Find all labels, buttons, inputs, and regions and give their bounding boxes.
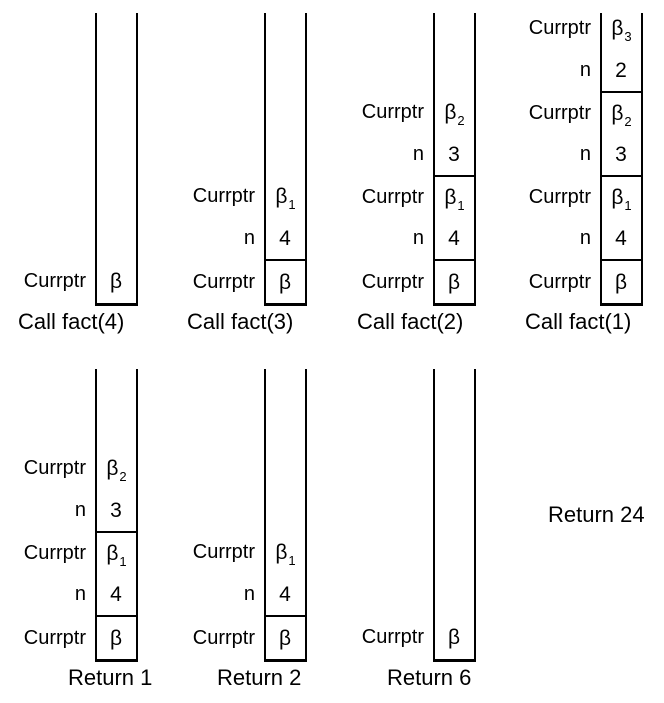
- stack-return-6: Currptr β Return 6: [362, 369, 476, 689]
- cell-label: Currptr: [192, 541, 255, 563]
- cell-label: n: [74, 499, 86, 521]
- cell-value: β: [278, 626, 292, 650]
- cell-value: 3: [615, 142, 627, 166]
- cell-value: 2: [615, 58, 627, 82]
- cell-value: 4: [110, 582, 122, 606]
- cell-value: β: [614, 270, 628, 294]
- cell-label: Currptr: [23, 627, 86, 649]
- cell-label: n: [412, 143, 424, 165]
- cell-label: Currptr: [528, 271, 591, 293]
- cell-label: Currptr: [192, 185, 255, 207]
- cell-value: 4: [279, 582, 291, 606]
- stack-cell: Currptr β2: [362, 91, 474, 133]
- stack-cell: Currptr β: [24, 615, 136, 659]
- stack-cell: n 3: [75, 489, 136, 531]
- stack-cell: n 3: [580, 133, 641, 175]
- stack-cell: Currptr β: [529, 259, 641, 303]
- cell-label: Currptr: [192, 627, 255, 649]
- stack-cell: n 4: [244, 217, 305, 259]
- cell-label: Currptr: [192, 271, 255, 293]
- cell-value: 4: [615, 226, 627, 250]
- cell-label: Currptr: [361, 186, 424, 208]
- cell-value: β1: [275, 184, 296, 212]
- stack-caption: Call fact(1): [525, 309, 632, 334]
- cell-label: Currptr: [23, 270, 86, 292]
- cell-label: Currptr: [361, 271, 424, 293]
- cell-label: n: [243, 227, 255, 249]
- cell-value: β2: [611, 101, 632, 129]
- cell-label: n: [579, 143, 591, 165]
- stack-cell: Currptr β1: [529, 175, 641, 217]
- cell-value: β: [109, 269, 123, 293]
- return-24-label: Return 24: [548, 502, 645, 527]
- cell-value: β1: [275, 540, 296, 568]
- stack-cell: n 2: [580, 49, 641, 91]
- stack-rectangle: Currptr β3 n 2 Currptr β2 n 3 Currptr β1…: [529, 13, 643, 306]
- stack-call-fact-2: Currptr β2 n 3 Currptr β1 n 4 Currptr β …: [357, 13, 476, 333]
- cell-value: β1: [444, 185, 465, 213]
- stack-cell: Currptr β1: [193, 175, 305, 217]
- stack-cell: Currptr β: [24, 259, 136, 303]
- cell-label: Currptr: [23, 457, 86, 479]
- cell-label: n: [412, 227, 424, 249]
- stack-cell: n 4: [244, 573, 305, 615]
- cell-value: 4: [448, 226, 460, 250]
- stack-rectangle: Currptr β1 n 4 Currptr β: [193, 369, 307, 662]
- stack-cell: n 4: [75, 573, 136, 615]
- cell-label: n: [579, 227, 591, 249]
- stack-cell: Currptr β3: [529, 7, 641, 49]
- stack-call-fact-1: Currptr β3 n 2 Currptr β2 n 3 Currptr β1…: [525, 13, 643, 333]
- stack-rectangle: Currptr β: [24, 13, 138, 306]
- cell-label: Currptr: [528, 102, 591, 124]
- cell-value: β: [447, 625, 461, 649]
- cell-value: β: [278, 270, 292, 294]
- cell-value: 3: [110, 498, 122, 522]
- cell-label: Currptr: [361, 626, 424, 648]
- cell-value: β2: [106, 456, 127, 484]
- cell-value: 4: [279, 226, 291, 250]
- stack-rectangle: Currptr β2 n 3 Currptr β1 n 4 Currptr β: [24, 369, 138, 662]
- cell-label: Currptr: [528, 186, 591, 208]
- stack-caption: Return 1: [68, 665, 153, 690]
- stack-rectangle: Currptr β: [362, 369, 476, 662]
- cell-value: β1: [106, 541, 127, 569]
- cell-label: Currptr: [361, 101, 424, 123]
- cell-label: Currptr: [528, 17, 591, 39]
- cell-value: β1: [611, 185, 632, 213]
- stack-return-2: Currptr β1 n 4 Currptr β Return 2: [193, 369, 307, 689]
- stack-cell: n 3: [413, 133, 474, 175]
- stack-caption: Return 2: [217, 665, 302, 690]
- cell-value: β: [109, 626, 123, 650]
- stack-caption: Return 6: [387, 665, 472, 690]
- cell-label: Currptr: [23, 542, 86, 564]
- stack-call-fact-3: Currptr β1 n 4 Currptr β Call fact(3): [187, 13, 307, 333]
- stack-cell: Currptr β2: [529, 91, 641, 133]
- cell-label: n: [243, 583, 255, 605]
- stack-rectangle: Currptr β1 n 4 Currptr β: [193, 13, 307, 306]
- stack-cell: Currptr β1: [24, 531, 136, 573]
- cell-value: β3: [611, 16, 632, 44]
- stack-return-1: Currptr β2 n 3 Currptr β1 n 4 Currptr β …: [24, 369, 152, 689]
- stack-cell: Currptr β: [193, 615, 305, 659]
- cell-label: n: [579, 59, 591, 81]
- stack-call-fact-4: Currptr β Call fact(4): [18, 13, 138, 333]
- stack-cell: Currptr β2: [24, 447, 136, 489]
- cell-value: 3: [448, 142, 460, 166]
- stack-caption: Call fact(4): [18, 309, 125, 334]
- stack-cell: Currptr β: [362, 615, 474, 659]
- cell-value: β: [447, 270, 461, 294]
- stack-cell: Currptr β: [362, 259, 474, 303]
- cell-value: β2: [444, 100, 465, 128]
- stack-caption: Call fact(3): [187, 309, 294, 334]
- stack-caption: Call fact(2): [357, 309, 464, 334]
- cell-label: n: [74, 583, 86, 605]
- stack-cell: Currptr β1: [362, 175, 474, 217]
- stack-cell: Currptr β1: [193, 531, 305, 573]
- stack-cell: n 4: [413, 217, 474, 259]
- stack-rectangle: Currptr β2 n 3 Currptr β1 n 4 Currptr β: [362, 13, 476, 306]
- stack-cell: n 4: [580, 217, 641, 259]
- stack-cell: Currptr β: [193, 259, 305, 303]
